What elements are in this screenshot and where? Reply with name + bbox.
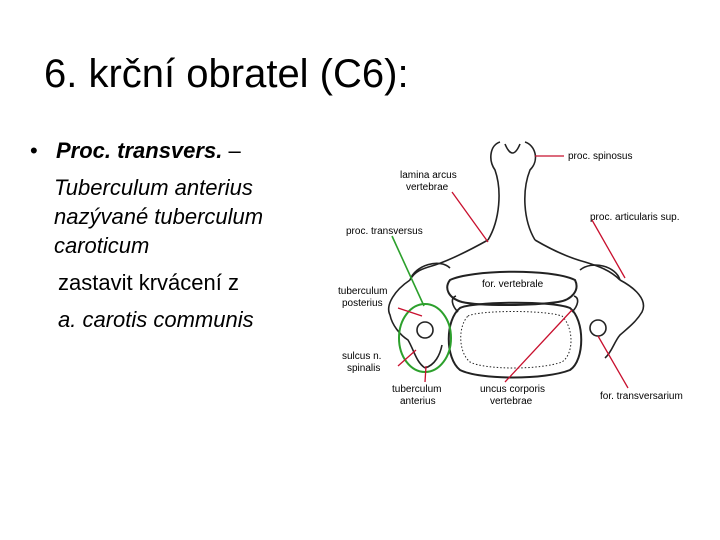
label-tuberculum-posterius-1: tuberculum [338,286,387,297]
bullet-line-3: nazývané tuberculum [54,204,264,229]
label-proc-transversus: proc. transversus [346,226,423,237]
label-uncus-1: uncus corporis [480,384,545,395]
bullet-marker: • [30,138,38,163]
label-lamina-1: lamina arcus [400,170,457,181]
bullet-line-6: a. carotis communis [58,307,254,332]
bullet-dash: – [228,138,241,163]
c6-vertebra-diagram: proc. spinosus lamina arcus vertebrae pr… [338,141,683,407]
label-tuberculum-anterius-2: anterius [400,396,436,407]
label-sulcus-1: sulcus n. [342,351,381,362]
label-uncus-2: vertebrae [490,396,533,407]
label-lamina-2: vertebrae [406,182,449,193]
bullet-line-5: zastavit krvácení z [58,270,239,295]
bullet-line-2: Tuberculum anterius [54,175,253,200]
green-pointer-line [391,235,425,307]
label-tuberculum-anterius-1: tuberculum [392,384,441,395]
label-proc-spinosus: proc. spinosus [568,151,632,162]
red-pointer-lines [397,155,629,389]
vertebra-drawing [388,141,645,379]
label-for-vertebrale: for. vertebrale [482,279,544,290]
label-proc-articularis-sup: proc. articularis sup. [590,212,679,223]
label-sulcus-2: spinalis [347,363,380,374]
slide-title: 6. krční obratel (C6): [44,52,409,96]
label-for-transversarium: for. transversarium [600,391,683,402]
bullet-line-4: caroticum [54,233,150,258]
label-tuberculum-posterius-2: posterius [342,298,383,309]
bullet-lead: Proc. transvers. [56,138,223,163]
bullet-line-1: Proc. transvers. – [56,136,241,165]
